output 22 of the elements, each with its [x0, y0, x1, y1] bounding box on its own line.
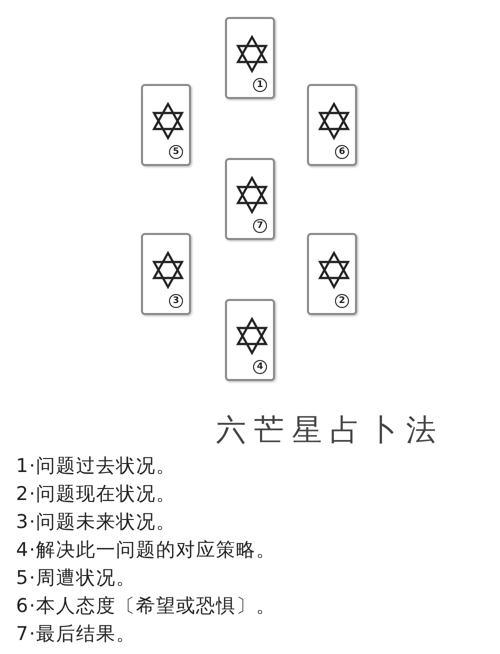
card — [225, 17, 275, 99]
card-number: 5 — [169, 145, 183, 159]
card — [225, 299, 275, 381]
card-number: 6 — [335, 145, 349, 159]
card — [307, 233, 357, 315]
list-item: 2·问题现在状况。 — [16, 482, 176, 507]
list-item: 6·本人态度〔希望或恐惧〕。 — [16, 594, 276, 619]
card-number: 4 — [253, 360, 267, 374]
card-number: 3 — [169, 294, 183, 308]
card-number: 2 — [335, 294, 349, 308]
card — [141, 84, 191, 166]
list-item: 3·问题未来状况。 — [16, 510, 176, 535]
card-number: 7 — [253, 219, 267, 233]
card — [141, 233, 191, 315]
list-item: 7·最后结果。 — [16, 622, 136, 647]
list-item: 1·问题过去状况。 — [16, 454, 176, 479]
list-item: 5·周遭状况。 — [16, 566, 136, 591]
list-item: 4·解决此一问题的对应策略。 — [16, 538, 276, 563]
card — [307, 84, 357, 166]
card-number: 1 — [253, 78, 267, 92]
card — [225, 158, 275, 240]
title: 六芒星占卜法 — [216, 412, 444, 450]
